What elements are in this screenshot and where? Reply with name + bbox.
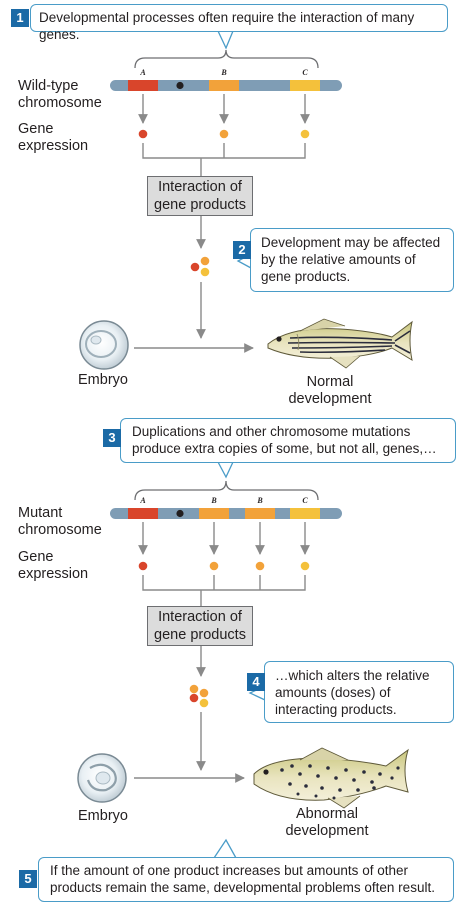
abnormal-development-label: Abnormal development (262, 806, 392, 840)
top-bracket (134, 49, 319, 69)
mut-interaction-box: Interaction of gene products (147, 606, 253, 646)
wt-interaction-line1: Interaction of (158, 179, 242, 195)
mut-mix-dot-b2 (199, 688, 209, 698)
wt-product-c-dot (300, 129, 310, 139)
callout-step-4-text: …which alters the relative amounts (dose… (275, 668, 430, 717)
mut-product-c-dot (300, 561, 310, 571)
callout-step-2: Development may be affected by the relat… (250, 228, 454, 292)
abnormal-fish-image (253, 747, 409, 809)
wt-converge-bracket (142, 143, 306, 176)
callout-step-2-text: Development may be affected by the relat… (261, 235, 441, 284)
wildtype-gene-a (128, 80, 158, 91)
wt-expression-line1: Gene (18, 121, 54, 137)
callout-step-3-text: Duplications and other chromosome mutati… (132, 424, 437, 456)
wt-embryo-label: Embryo (78, 372, 128, 388)
wildtype-gene-c (290, 80, 320, 91)
abnormal-line1: Abnormal (295, 806, 359, 822)
wt-chromosome-label-line1: Wild-type (18, 78, 79, 94)
wt-mix-dot-a (190, 262, 200, 272)
wt-gene-expression-label: Gene expression (18, 121, 88, 155)
mut-gene-label-b1: B (210, 496, 217, 505)
mut-embryo-label: Embryo (78, 808, 128, 824)
mut-gene-label-a: A (139, 496, 146, 505)
callout1-pointer (217, 30, 234, 50)
abnormal-line2: development (285, 823, 369, 839)
wt-interaction-box: Interaction of gene products (147, 176, 253, 216)
wt-gene-label-b: B (220, 68, 227, 77)
callout-step-1: Developmental processes often require th… (30, 4, 448, 42)
mut-mix-dot-a (189, 693, 199, 703)
callout-step-5-text: If the amount of one product increases b… (50, 863, 435, 895)
wt-mix-dot-c (200, 267, 210, 277)
wildtype-gene-b (209, 80, 239, 91)
wt-expression-line2: expression (18, 138, 89, 154)
wt-mix-dot-b (200, 256, 210, 266)
normal-development-label: Normal development (270, 374, 390, 408)
wt-interaction-line2: gene products (154, 197, 246, 213)
mut-interaction-line1: Interaction of (158, 609, 242, 625)
mut-mix-dot-b1 (189, 684, 199, 694)
mutant-gene-b2 (245, 508, 275, 519)
mutant-gene-b1 (199, 508, 229, 519)
callout3-pointer (217, 461, 234, 479)
mut-gene-expression-label: Gene expression (18, 549, 88, 583)
mutant-chromosome: A B B C (110, 496, 342, 519)
mut-gene-label-c: C (302, 496, 308, 505)
wt-chromosome-label-line2: chromosome (18, 95, 102, 111)
mut-product-b2-dot (255, 561, 265, 571)
callout-step-1-text: Developmental processes often require th… (39, 10, 415, 42)
normal-fish-image (267, 318, 413, 369)
wt-embryo-image (79, 320, 129, 370)
mut-chromosome-label-line1: Mutant (18, 505, 63, 521)
mut-product-a-dot (138, 561, 148, 571)
callout-step-3: Duplications and other chromosome mutati… (120, 418, 456, 463)
wildtype-chromosome-label: Wild-type chromosome (18, 78, 102, 112)
wildtype-expression-arrows (138, 94, 310, 124)
mut-interaction-line2: gene products (154, 627, 246, 643)
mut-embryo-image (77, 753, 127, 803)
step-5-badge: 5 (19, 870, 37, 888)
wildtype-chromosome: A B C (110, 68, 342, 91)
mut-product-b1-dot (209, 561, 219, 571)
mutant-expression-arrows (138, 522, 310, 555)
mut-gene-label-b2: B (256, 496, 263, 505)
mutant-bracket (134, 480, 319, 501)
mut-expression-line2: expression (18, 566, 89, 582)
mut-converge-bracket (142, 575, 306, 606)
mutant-gene-a (128, 508, 158, 519)
normal-line2: development (288, 391, 372, 407)
mut-chromosome-label-line2: chromosome (18, 522, 102, 538)
wt-product-b-dot (219, 129, 229, 139)
callout-step-5: If the amount of one product increases b… (38, 857, 454, 902)
wt-gene-label-c: C (302, 68, 308, 77)
normal-line1: Normal (306, 374, 354, 390)
step-1-badge: 1 (11, 9, 29, 27)
wt-product-a-dot (138, 129, 148, 139)
mutant-gene-c (290, 508, 320, 519)
step-3-badge: 3 (103, 429, 121, 447)
callout5-pointer (213, 838, 237, 859)
step-4-badge: 4 (247, 673, 265, 691)
centromere (176, 81, 184, 90)
mut-expression-line1: Gene (18, 549, 54, 565)
mut-mix-dot-c (199, 698, 209, 708)
wt-gene-label-a: A (139, 68, 146, 77)
mutant-chromosome-label: Mutant chromosome (18, 505, 102, 539)
step-2-badge: 2 (233, 241, 251, 259)
mutant-centromere (176, 509, 184, 518)
callout-step-4: …which alters the relative amounts (dose… (264, 661, 454, 723)
